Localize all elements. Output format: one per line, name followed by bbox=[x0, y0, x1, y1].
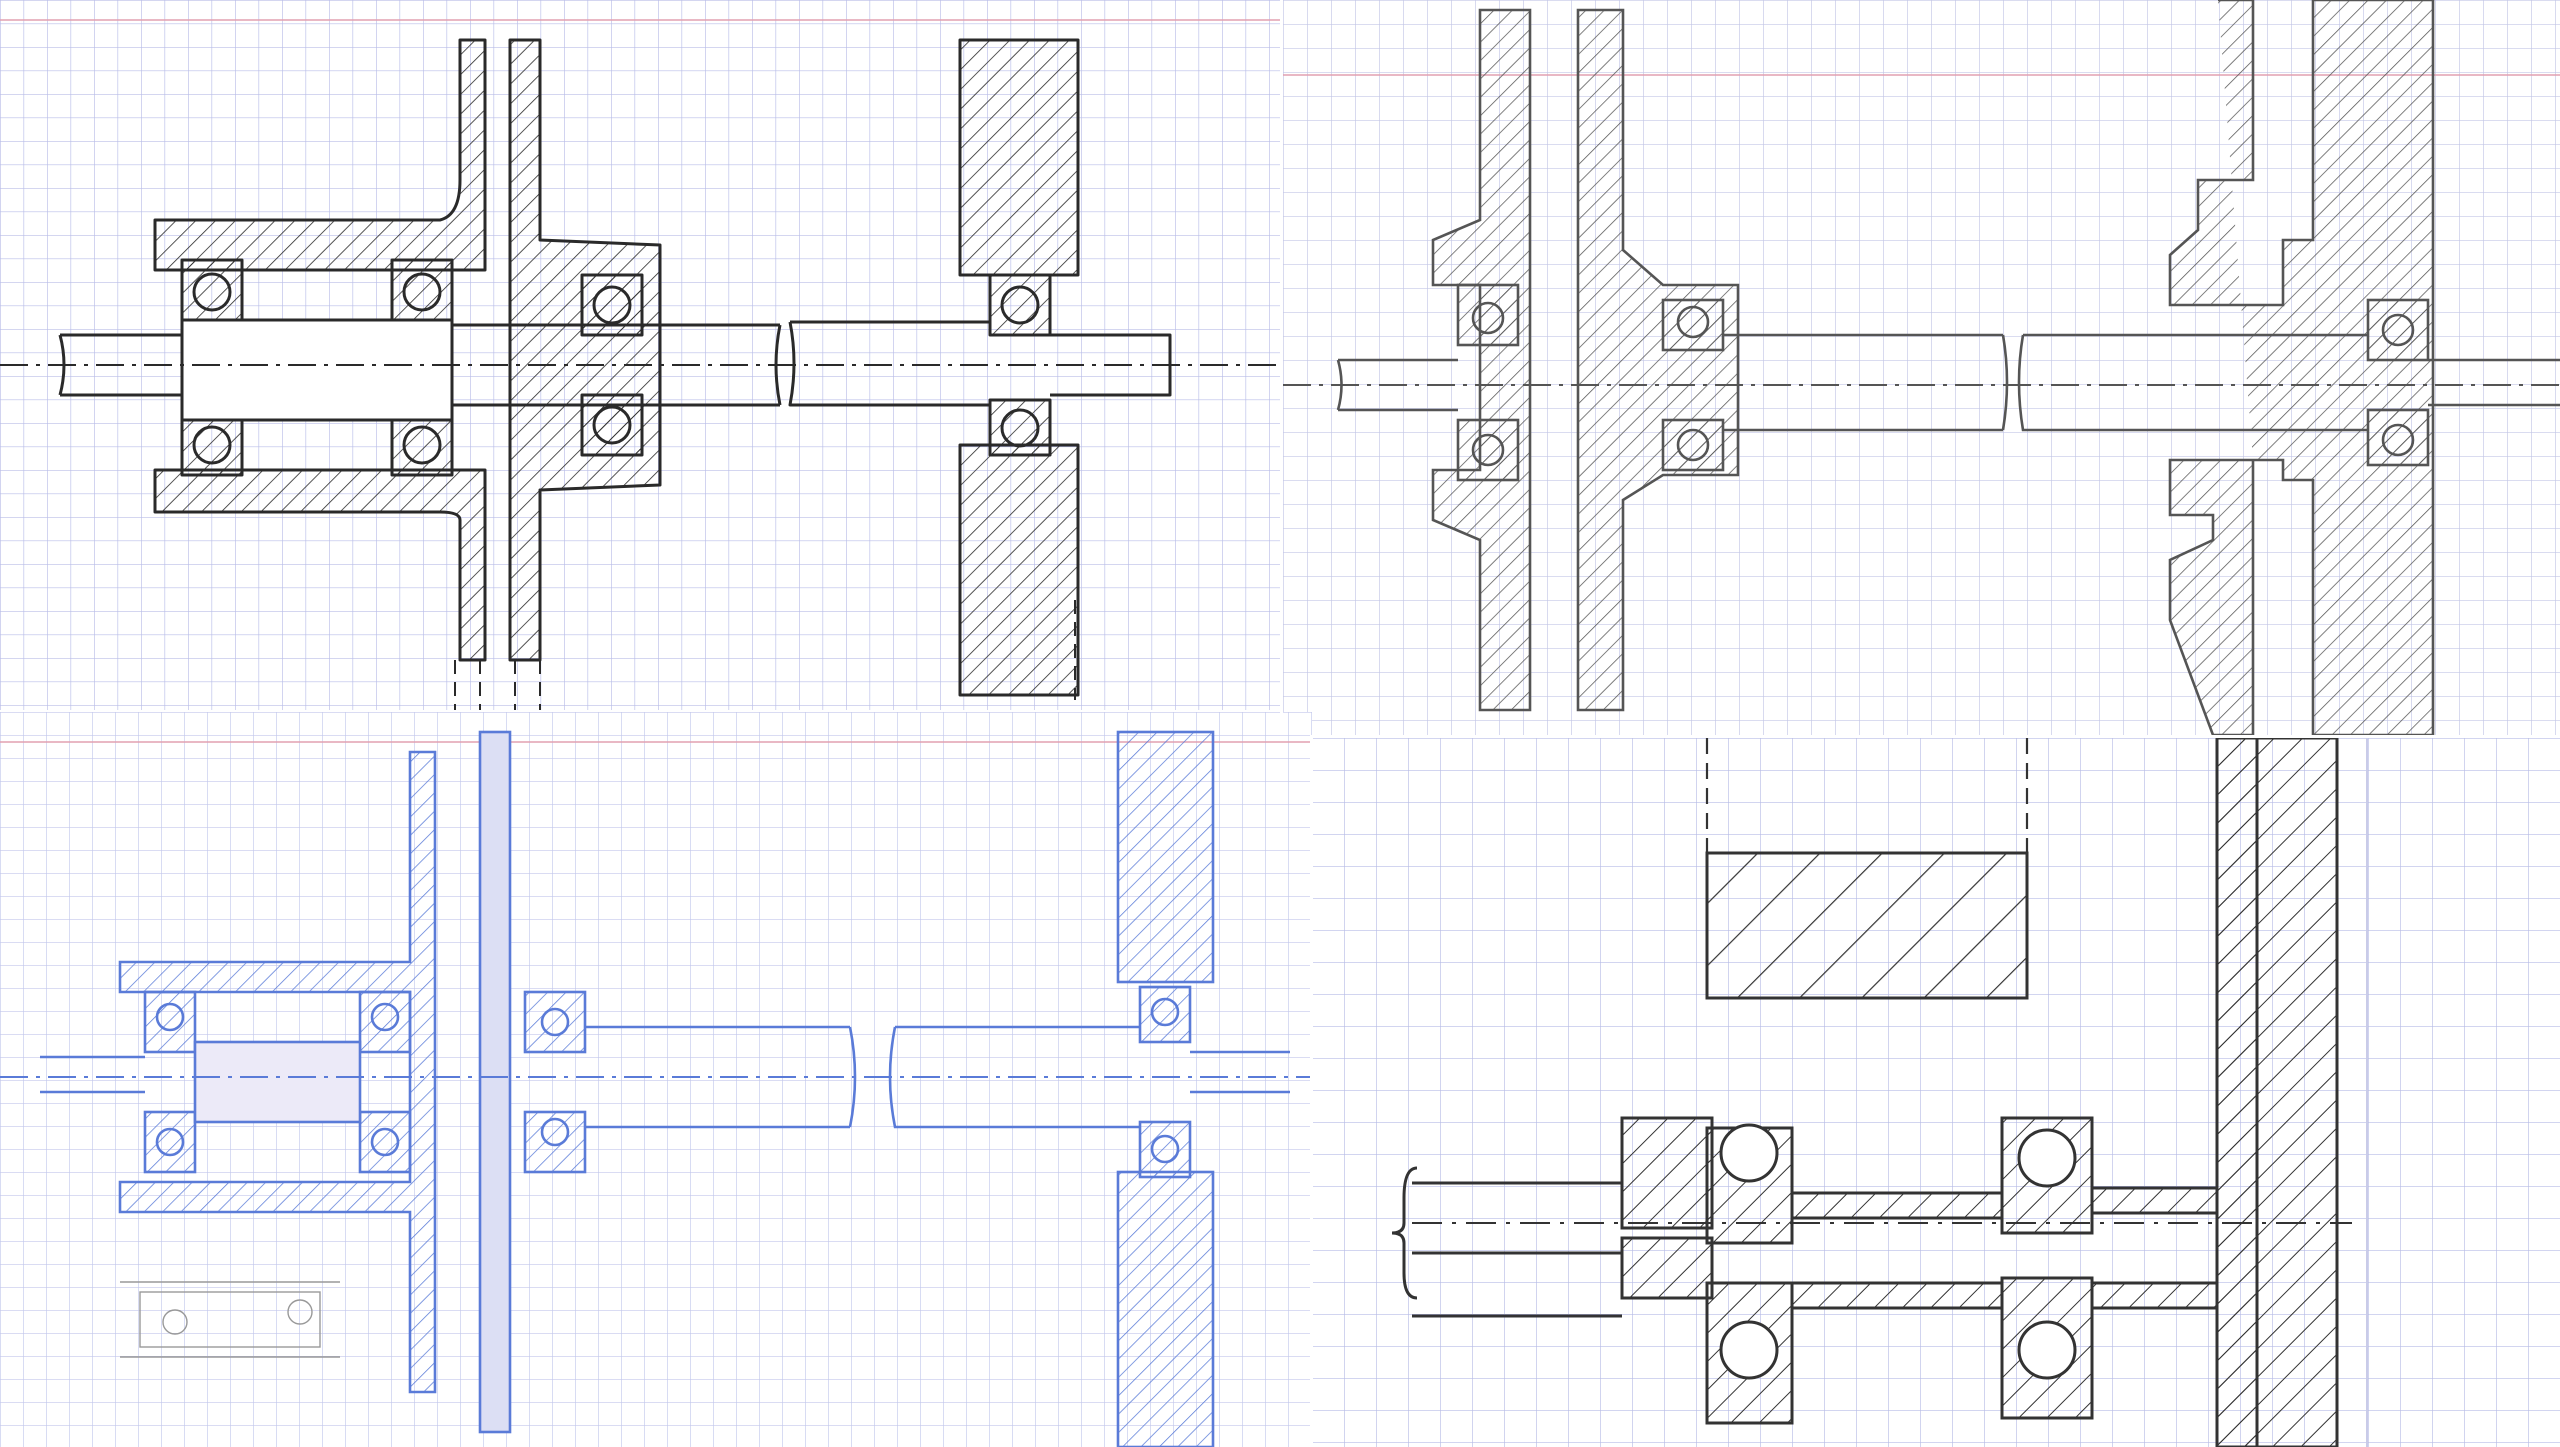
housing-wall-right-2 bbox=[2215, 738, 2339, 1447]
spacer-sleeve bbox=[193, 1040, 362, 1124]
bearing-mid-bottom bbox=[390, 413, 454, 477]
dashed-extensions bbox=[454, 600, 1076, 710]
housing-lower bbox=[153, 468, 487, 662]
right-wall-upper bbox=[1116, 730, 1215, 984]
bearing-a-top bbox=[1456, 283, 1520, 347]
shaft-right bbox=[888, 1025, 1140, 1129]
bearing-left-top bbox=[180, 258, 244, 327]
top-left-drawing bbox=[0, 0, 1280, 710]
bearing-c-bottom bbox=[2366, 408, 2430, 467]
right-wall-lower bbox=[958, 443, 1080, 697]
bearing-c-top bbox=[2366, 298, 2430, 362]
shaft-body bbox=[1412, 1181, 1622, 1318]
bearing-a-bottom bbox=[143, 1110, 197, 1174]
gear-wheel bbox=[508, 38, 662, 662]
right-wall-lower bbox=[1116, 1170, 1215, 1447]
sheet-top-right-shaft-assembly bbox=[1283, 0, 2560, 735]
assembly-linework bbox=[40, 730, 1290, 1447]
dashed-extensions bbox=[1705, 738, 2219, 853]
bearing-a-bottom bbox=[1456, 418, 1520, 482]
shaft-middle bbox=[1723, 333, 2009, 432]
sleeve-right-top bbox=[2090, 1186, 2219, 1215]
shaft-left bbox=[40, 1055, 145, 1094]
bearing-b-bottom bbox=[358, 1110, 412, 1174]
shaft-end bbox=[1190, 1050, 1290, 1094]
pencil-sketch bbox=[120, 1281, 340, 1358]
bearing-b-top bbox=[358, 990, 412, 1054]
bearing-mid-top bbox=[390, 258, 454, 327]
sheet-bottom-right-bearing-detail bbox=[1312, 738, 2560, 1447]
sleeve-right-bottom bbox=[2090, 1281, 2219, 1310]
seam-vertical-top bbox=[1280, 0, 1283, 735]
bearing-d-top bbox=[1138, 985, 1192, 1044]
bearing-c-bottom bbox=[523, 1110, 587, 1174]
bottom-right-drawing bbox=[1312, 738, 2560, 1447]
left-housing bbox=[1431, 8, 1532, 712]
spacer-sleeve bbox=[180, 318, 454, 422]
assembly-linework bbox=[1336, 0, 2560, 735]
shaft-right bbox=[788, 320, 990, 407]
seam-vertical-bottom bbox=[1310, 735, 1313, 1447]
top-right-drawing bbox=[1283, 0, 2560, 735]
housing-upper bbox=[153, 38, 487, 272]
sleeve-bottom bbox=[1790, 1281, 2004, 1310]
housing-top bbox=[1705, 851, 2029, 1000]
gear-plate bbox=[1576, 8, 1740, 712]
sheet-bottom-left-shaft-assembly bbox=[0, 712, 1312, 1447]
end-cap-top bbox=[1620, 1116, 1714, 1230]
gear-column bbox=[478, 730, 512, 1434]
shaft-end bbox=[2428, 358, 2560, 407]
bearing-d-bottom bbox=[1138, 1120, 1192, 1179]
bearing-b-top bbox=[1661, 298, 1725, 352]
bearing-c-top bbox=[523, 990, 587, 1054]
assembly-linework bbox=[58, 38, 1172, 697]
bearing-b-bottom bbox=[1661, 418, 1725, 472]
grid-paper bbox=[1312, 738, 2560, 1447]
bearing-right-top bbox=[988, 273, 1052, 337]
bearing-a-top bbox=[143, 990, 197, 1054]
brace bbox=[1391, 1166, 1418, 1300]
right-wall-upper bbox=[958, 38, 1080, 277]
sleeve-top bbox=[1790, 1191, 2004, 1220]
sheet-top-left-shaft-assembly bbox=[0, 0, 1280, 710]
bearing-left-bottom bbox=[180, 413, 244, 477]
right-housing bbox=[2168, 0, 2435, 735]
bottom-left-drawing bbox=[0, 712, 1312, 1447]
shaft-right bbox=[2017, 333, 2368, 432]
end-cap-bottom bbox=[1620, 1236, 1714, 1300]
